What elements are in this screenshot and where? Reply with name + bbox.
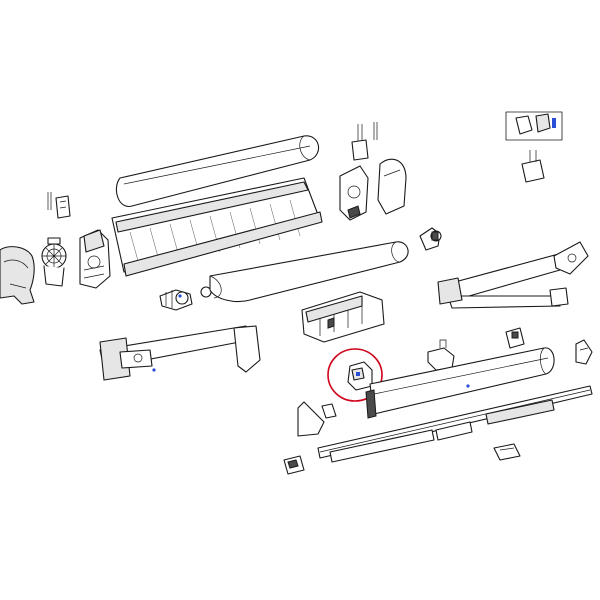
accent-dot [152,368,156,372]
roller-bearing [419,227,442,251]
cassette-profile [111,177,323,277]
highlight-circle [327,348,383,402]
lead-bar [365,347,555,419]
rail-clip-right [493,443,521,461]
gear-motor-right [339,122,378,221]
gear-motor-housing [79,229,111,289]
spring-pin-left [47,192,71,219]
awning-fabric [209,241,409,303]
wedge-block [297,401,337,437]
rail-clip-left [283,455,305,475]
right-end-cap-upper [377,158,407,215]
support-bracket-center [301,291,385,343]
accent-dot [466,384,470,388]
detail-inset [505,111,563,141]
lead-bar-end-cap [505,327,593,365]
right-folding-arm [437,241,589,309]
retaining-clip [427,339,455,371]
guide-rail-lower [317,385,593,463]
highlighted-end-cap-clip[interactable] [327,348,383,402]
accent-dot [178,294,182,298]
winding-spool [41,237,67,287]
left-folding-arm [99,325,261,381]
front-profile-top [115,135,320,207]
roller-shaft [159,286,212,311]
left-end-cap [0,246,35,305]
wall-bracket-small [521,150,545,183]
